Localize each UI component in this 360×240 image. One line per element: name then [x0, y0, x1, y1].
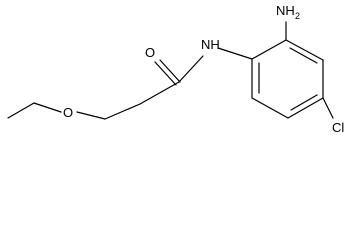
bond-ring-4-5: [287, 97, 324, 119]
bond-ethyl-ch2-o: [33, 102, 62, 113]
bond-group: [7, 21, 334, 120]
bond-ring-1-2: [251, 39, 287, 60]
amine-subscript: 2: [295, 11, 300, 21]
amine-group-label: NH 2: [276, 3, 300, 21]
bond-ring-inner-a: [289, 47, 318, 64]
bond-carbonyl-n: [178, 55, 204, 83]
ether-oxygen-label: O: [63, 105, 73, 120]
bond-ch2-ch2-a: [104, 103, 141, 120]
bond-ch2-ch2-b: [139, 81, 180, 105]
bond-n-ring: [217, 47, 253, 60]
bond-carbonyl-double-1: [159, 59, 181, 83]
amine-symbol: NH: [276, 3, 295, 18]
amide-nitrogen-label: NH: [201, 37, 220, 52]
carbonyl-oxygen-label: O: [145, 45, 155, 60]
bond-ring-cl: [322, 97, 334, 119]
structure-diagram: NH 2 NH O O Cl: [7, 3, 345, 135]
bond-o-ch2: [76, 111, 106, 120]
molecule-drawing: NH 2 NH O O Cl: [7, 3, 344, 135]
chlorine-label: Cl: [332, 120, 344, 135]
bond-ring-5-6: [251, 97, 289, 119]
bond-carbonyl-double-2: [154, 61, 177, 86]
bond-ring-2-3: [285, 39, 324, 61]
atom-label-group: NH 2 NH O O Cl: [63, 3, 344, 135]
bond-ring-inner-b: [290, 94, 318, 111]
bond-ethyl-ch3: [7, 102, 35, 119]
